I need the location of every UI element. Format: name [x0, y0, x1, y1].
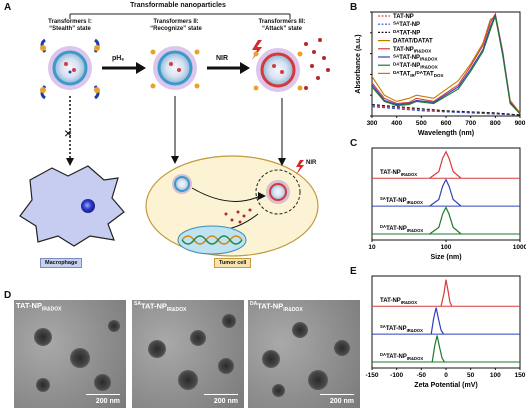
- x-tick-label: -50: [417, 372, 427, 379]
- series-peak: [430, 307, 445, 335]
- legend-label: TAT-NP: [393, 14, 414, 20]
- panel-letter-c: C: [350, 138, 358, 149]
- x-axis-label: Zeta Potential (mV): [414, 382, 477, 389]
- x-tick-label: 1000: [513, 244, 526, 251]
- x-tick-label: 50: [467, 372, 475, 379]
- legend-label: DATATIR/DATATDOX: [393, 70, 444, 78]
- legend-label: TAT-NPIR&DOX: [393, 47, 431, 54]
- legend-label: DATAT-NP: [393, 29, 420, 37]
- x-tick-label: 900: [515, 120, 526, 127]
- legend-label: DATAT-NPIR&DOX: [393, 62, 438, 70]
- schematic-diagram: ×: [19, 13, 330, 257]
- series-peak: [429, 150, 462, 179]
- tem-image-1: TAT-NPIR&DOX 200 nm: [14, 300, 126, 408]
- tem-image-2: SATAT-NPIR&DOX 200 nm: [132, 300, 244, 408]
- macrophage-label: Macrophage: [40, 258, 83, 268]
- x-tick-label: 700: [465, 120, 476, 127]
- y-axis-label: Absorbance (a.u.): [355, 34, 362, 93]
- arrow2-label: NIR: [216, 55, 229, 62]
- series-peak: [431, 335, 446, 363]
- series-peak: [429, 206, 462, 235]
- scale-bar-1: 200 nm: [95, 398, 120, 405]
- series-label: TAT-NPIR&DOX: [380, 298, 417, 305]
- x-tick-label: 10: [368, 244, 376, 251]
- nir-label: NIR: [306, 160, 317, 166]
- arrow1-label: pHₑ: [112, 55, 124, 62]
- tem-label-3: DATAT-NPIR&DOX: [250, 301, 303, 313]
- tumor-cell-label: Tumor cell: [214, 258, 252, 268]
- series-line: [371, 104, 521, 116]
- svg-text:×: ×: [64, 125, 72, 141]
- scale-bar-2: 200 nm: [213, 398, 238, 405]
- tem-label-1: TAT-NPIR&DOX: [16, 301, 62, 313]
- nanoparticle-recognize: [150, 46, 200, 90]
- panel-letter-b: B: [350, 2, 358, 13]
- legend-label: DATAT/DATAT: [393, 39, 433, 45]
- macrophage-cell: [19, 165, 125, 247]
- series-label: SATAT-NPIR&DOX: [380, 324, 423, 333]
- x-tick-label: -100: [390, 372, 403, 379]
- x-tick-label: 300: [367, 120, 378, 127]
- x-tick-label: 0: [444, 372, 448, 379]
- state1-label: Transformers I: “Stealth” state: [48, 19, 92, 32]
- schematic-header: Transformable nanoparticles: [130, 2, 226, 9]
- series-peak: [440, 279, 453, 307]
- x-tick-label: 600: [441, 120, 452, 127]
- x-tick-label: 150: [515, 372, 526, 379]
- state3-label: Transformers III: “Attack” state: [258, 19, 306, 32]
- series-label: SATAT-NPIR&DOX: [380, 196, 423, 205]
- x-tick-label: 100: [441, 244, 452, 251]
- panel-letter-e: E: [350, 266, 357, 277]
- scale-bar-3: 200 nm: [329, 398, 354, 405]
- panel-letter-d: D: [4, 290, 12, 301]
- panel-letter-a: A: [4, 2, 12, 13]
- tem-label-2: SATAT-NPIR&DOX: [134, 301, 187, 313]
- nanoparticle-attack: [253, 48, 303, 92]
- series-label: DATAT-NPIR&DOX: [380, 224, 423, 233]
- x-axis-label: Size (nm): [430, 254, 461, 261]
- x-tick-label: -150: [365, 372, 378, 379]
- series-peak: [429, 178, 462, 207]
- x-tick-label: 500: [416, 120, 427, 127]
- series-line: [371, 14, 521, 115]
- legend-label: SATAT-NPIR&DOX: [393, 54, 438, 62]
- legend-label: SATAT-NP: [393, 21, 420, 29]
- series-label: TAT-NPIR&DOX: [380, 170, 417, 177]
- x-tick-label: 800: [490, 120, 501, 127]
- x-axis-label: Wavelength (nm): [418, 130, 474, 137]
- x-tick-label: 100: [490, 372, 501, 379]
- tem-image-3: DATAT-NPIR&DOX 200 nm: [248, 300, 360, 408]
- state2-label: Transformers II: “Recognize” state: [150, 19, 202, 32]
- x-tick-label: 400: [391, 120, 402, 127]
- nanoparticle-stealth: [40, 38, 100, 100]
- series-label: DATAT-NPIR&DOX: [380, 352, 423, 361]
